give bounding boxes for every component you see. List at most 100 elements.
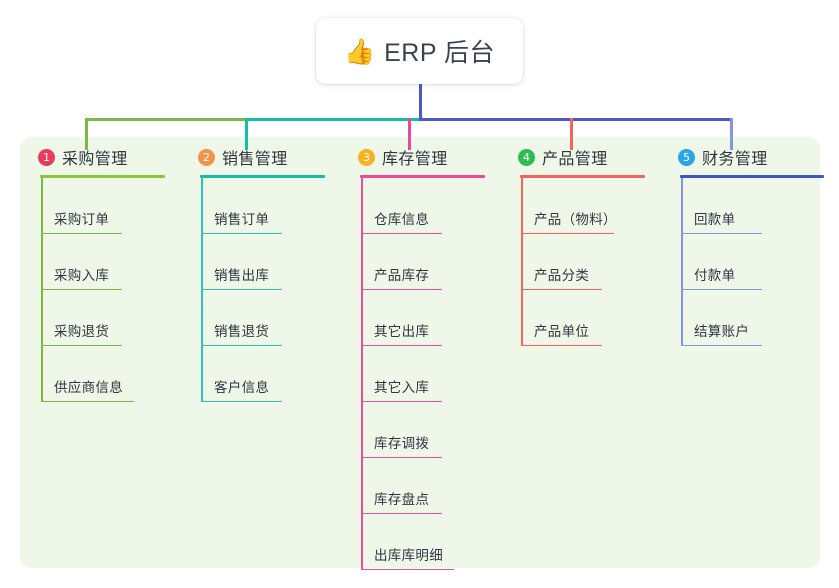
branch-header-1[interactable]: 1 采购管理: [20, 145, 165, 169]
branch-title-5: 财务管理: [702, 151, 768, 168]
branch-underline-5: [680, 175, 824, 178]
branch-item[interactable]: 结算账户: [682, 290, 824, 346]
branch-item-label: 采购入库: [54, 267, 110, 283]
branch-item-label: 产品单位: [534, 323, 590, 339]
branch-title-1: 采购管理: [62, 151, 128, 168]
branch-spine-1: [41, 178, 43, 402]
branch-items-1: 采购订单采购入库采购退货供应商信息: [20, 178, 165, 402]
branch-items-4: 产品（物料） 产品分类产品单位: [500, 178, 645, 346]
branch-items-5: 回款单付款单结算账户: [660, 178, 824, 346]
branch-item[interactable]: 出库库明细: [362, 514, 485, 570]
branch-item-underline: [362, 512, 442, 514]
bus-segment-blue: [419, 118, 733, 121]
branch-item-underline: [362, 568, 454, 570]
branch-header-4[interactable]: 4 产品管理: [500, 145, 645, 169]
branch-item-underline: [522, 232, 614, 234]
branch-item-label: 仓库信息: [374, 211, 430, 227]
branch-drop-4: [570, 118, 573, 150]
branch-item-label: 其它出库: [374, 323, 430, 339]
branch-item[interactable]: 采购入库: [42, 234, 165, 290]
branch-item[interactable]: 供应商信息: [42, 346, 165, 402]
branch-column-4: 4 产品管理产品（物料） 产品分类产品单位: [500, 145, 645, 346]
branch-title-4: 产品管理: [542, 151, 608, 168]
branch-item-label: 其它入库: [374, 379, 430, 395]
branch-item[interactable]: 其它入库: [362, 346, 485, 402]
branch-badge-5: 5: [678, 148, 695, 166]
branch-item[interactable]: 销售出库: [202, 234, 325, 290]
branch-item-label: 销售退货: [214, 323, 270, 339]
branch-spine-4: [521, 178, 523, 346]
branch-item-label: 客户信息: [214, 379, 270, 395]
branch-column-1: 1 采购管理采购订单采购入库采购退货供应商信息: [20, 145, 165, 402]
branch-item[interactable]: 销售退货: [202, 290, 325, 346]
branch-item-label: 产品库存: [374, 267, 430, 283]
branch-item[interactable]: 库存调拨: [362, 402, 485, 458]
branch-item-underline: [362, 288, 442, 290]
branch-item[interactable]: 产品（物料）: [522, 178, 645, 234]
branch-drop-5: [730, 118, 733, 150]
branch-item[interactable]: 付款单: [682, 234, 824, 290]
branch-item-underline: [42, 288, 122, 290]
mindmap-panel: [20, 137, 820, 568]
branch-title-2: 销售管理: [222, 151, 288, 168]
branch-item-underline: [202, 344, 282, 346]
branch-item-underline: [522, 288, 602, 290]
branch-item-underline: [682, 232, 762, 234]
branch-spine-3: [361, 178, 363, 570]
branch-item-label: 销售出库: [214, 267, 270, 283]
branch-item-underline: [42, 232, 122, 234]
branch-column-5: 5 财务管理回款单付款单结算账户: [660, 145, 824, 346]
branch-item-label: 产品分类: [534, 267, 590, 283]
branch-items-3: 仓库信息产品库存其它出库其它入库库存调拨库存盘点出库库明细: [340, 178, 485, 570]
branch-header-5[interactable]: 5 财务管理: [660, 145, 824, 169]
branch-item[interactable]: 采购退货: [42, 290, 165, 346]
branch-item-label: 销售订单: [214, 211, 270, 227]
branch-item[interactable]: 产品单位: [522, 290, 645, 346]
branch-item-label: 供应商信息: [54, 379, 123, 395]
branch-drop-3: [408, 118, 411, 150]
branch-item[interactable]: 销售订单: [202, 178, 325, 234]
branch-item[interactable]: 采购订单: [42, 178, 165, 234]
branch-badge-4: 4: [518, 148, 535, 166]
branch-item[interactable]: 客户信息: [202, 346, 325, 402]
root-stem: [419, 84, 422, 121]
branch-item[interactable]: 库存盘点: [362, 458, 485, 514]
branch-header-3[interactable]: 3 库存管理: [340, 145, 485, 169]
branch-underline-3: [360, 175, 485, 178]
root-node-title: ERP 后台: [384, 39, 496, 67]
branch-item-underline: [42, 400, 134, 402]
branch-item[interactable]: 其它出库: [362, 290, 485, 346]
branch-item[interactable]: 产品分类: [522, 234, 645, 290]
branch-drop-1: [85, 118, 88, 150]
branch-underline-1: [40, 175, 165, 178]
branch-underline-2: [200, 175, 325, 178]
thumbs-up-icon: 👍: [343, 37, 376, 66]
branch-spine-2: [201, 178, 203, 402]
branch-badge-3: 3: [358, 148, 375, 166]
branch-item-underline: [522, 344, 602, 346]
branch-item-label: 库存盘点: [374, 491, 430, 507]
branch-item[interactable]: 回款单: [682, 178, 824, 234]
branch-item[interactable]: 仓库信息: [362, 178, 485, 234]
branch-header-2[interactable]: 2 销售管理: [180, 145, 325, 169]
branch-item-underline: [202, 288, 282, 290]
root-node-card[interactable]: 👍 ERP 后台: [316, 18, 523, 84]
branch-items-2: 销售订单销售出库销售退货客户信息: [180, 178, 325, 402]
root-node-content: 👍 ERP 后台: [344, 33, 495, 69]
branch-drop-2: [245, 118, 248, 150]
branch-item[interactable]: 产品库存: [362, 234, 485, 290]
branch-title-3: 库存管理: [382, 151, 448, 168]
branch-item-label: 回款单: [694, 211, 736, 227]
branch-column-2: 2 销售管理销售订单销售出库销售退货客户信息: [180, 145, 325, 402]
branch-badge-1: 1: [38, 148, 55, 166]
branch-item-label: 付款单: [694, 267, 736, 283]
branch-underline-4: [520, 175, 645, 178]
branch-item-label: 结算账户: [694, 323, 750, 339]
branch-item-label: 采购订单: [54, 211, 110, 227]
branch-item-underline: [42, 344, 122, 346]
branch-item-underline: [682, 288, 762, 290]
branch-item-underline: [362, 344, 442, 346]
branch-item-underline: [362, 232, 442, 234]
branch-badge-2: 2: [198, 148, 215, 166]
branch-column-3: 3 库存管理仓库信息产品库存其它出库其它入库库存调拨库存盘点出库库明细: [340, 145, 485, 570]
